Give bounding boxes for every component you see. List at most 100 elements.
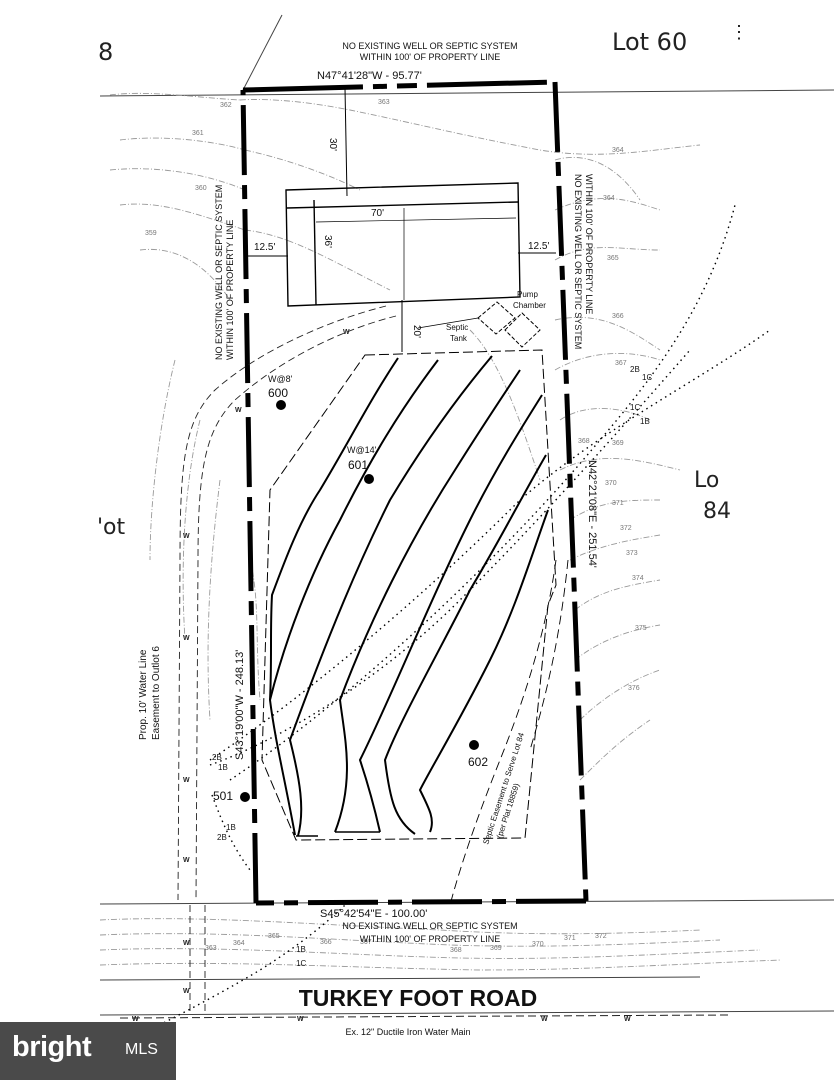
soil-label: 1B <box>640 417 650 426</box>
soil-label: 1B <box>226 823 236 832</box>
contour-label: 375 <box>635 625 647 632</box>
water-line-marker: W <box>343 329 350 336</box>
road-name: TURKEY FOOT ROAD <box>299 985 538 1011</box>
drainfield-offset-label: 20' <box>411 325 422 338</box>
contour-label: 361 <box>192 130 204 137</box>
drainfield-boundary <box>261 349 557 841</box>
house-width-dimension <box>315 217 517 223</box>
contour-label: 366 <box>612 313 624 320</box>
test-pit-id: 501 <box>213 789 233 803</box>
no-well-note-north: NO EXISTING WELL OR SEPTIC SYSTEM <box>342 41 517 51</box>
side-setback-left-label: 12.5' <box>254 242 275 253</box>
bearing-north: N47°41'28"W - 95.77' <box>317 70 422 82</box>
test-pit-id: 601 <box>348 458 368 472</box>
water-line-marker: W <box>183 857 190 864</box>
water-main-marker: W <box>132 1016 139 1023</box>
contour-label: 372 <box>595 933 607 940</box>
water-line-easement-label: Prop. 10' Water Line <box>138 649 149 740</box>
contour-label: 367 <box>615 360 627 367</box>
contour-label: 371 <box>564 935 576 942</box>
contour-label: 372 <box>620 525 632 532</box>
front-setback-dimension <box>344 87 348 197</box>
water-line-easement: W W W W W W W W <box>177 305 397 1015</box>
water-line-marker: W <box>183 777 190 784</box>
contour-label: 376 <box>628 685 640 692</box>
bearing-west: S43°19'00"W - 248.13' <box>234 650 246 760</box>
water-main <box>119 1014 731 1019</box>
soil-label: 2B <box>630 365 640 374</box>
septic-easement-lot-84 <box>449 559 569 906</box>
watermark-brand: bright <box>12 1031 92 1063</box>
soil-label: 1B <box>218 763 228 772</box>
contour-label: 363 <box>378 99 390 106</box>
soil-label: 1C <box>630 403 640 412</box>
soil-label: 1C <box>642 373 652 382</box>
lot-84-label: Lo <box>694 468 719 493</box>
contour-label: 374 <box>632 575 644 582</box>
contour-label: 362 <box>220 102 232 109</box>
lot-60-marker: ⋮ <box>730 22 748 42</box>
soil-label: 1C <box>296 959 306 968</box>
water-line-marker: W <box>183 988 190 995</box>
contour-label: 365 <box>607 255 619 262</box>
contour-label: 368 <box>450 947 462 954</box>
contour-label: 373 <box>626 550 638 557</box>
septic-tank-label: Septic <box>446 323 468 332</box>
water-line-marker: W <box>183 533 190 540</box>
no-well-note-west: WITHIN 100' OF PROPERTY LINE <box>225 220 235 360</box>
soil-label: 2B <box>217 833 227 842</box>
contour-label: 360 <box>195 185 207 192</box>
septic-tank-label: Tank <box>450 334 468 343</box>
no-well-note-south: NO EXISTING WELL OR SEPTIC SYSTEM <box>342 921 517 931</box>
lot-84-label: 84 <box>703 499 731 524</box>
house-depth-label: 36' <box>322 235 333 248</box>
contour-labels: 362 363 361 360 359 364 364 365 366 367 … <box>145 99 647 954</box>
front-setback-label: 30' <box>327 138 338 151</box>
house-width-label: 70' <box>371 208 384 219</box>
no-well-note-east: NO EXISTING WELL OR SEPTIC SYSTEM <box>573 174 583 349</box>
no-well-note-south: WITHIN 100' OF PROPERTY LINE <box>360 934 500 944</box>
contour-label: 363 <box>205 945 217 952</box>
contour-label: 370 <box>532 941 544 948</box>
test-pit-id: 602 <box>468 755 488 769</box>
water-main-marker: W <box>297 1016 304 1023</box>
water-main-marker: W <box>624 1016 631 1023</box>
drainfield-trenches <box>268 355 549 837</box>
contour-label: 364 <box>612 147 624 154</box>
contour-label: 365 <box>268 933 280 940</box>
water-main-marker: W <box>541 1016 548 1023</box>
soil-boundaries <box>109 204 771 1051</box>
bearing-east: N42°21'08"E - 251.54' <box>586 460 598 568</box>
lot-60-label: Lot 60 <box>612 28 687 56</box>
septic-structures <box>477 301 541 348</box>
adjoining-lot-line-north <box>99 89 834 97</box>
soil-label: 2B <box>212 753 222 762</box>
soil-label: 1B <box>296 945 306 954</box>
test-pits <box>240 400 479 802</box>
contour-label: 368 <box>578 438 590 445</box>
contour-label: 364 <box>233 940 245 947</box>
side-setback-right-label: 12.5' <box>528 241 549 252</box>
adjoining-lot-line-diagonal <box>242 14 283 91</box>
lot-8-label: 8 <box>98 38 113 66</box>
road-edge-south <box>99 976 701 981</box>
water-line-marker: W <box>235 407 242 414</box>
pump-chamber-label: Pump <box>517 290 538 299</box>
test-pit-id: 600 <box>268 386 288 400</box>
water-main-label: Ex. 12" Ductile Iron Water Main <box>346 1027 471 1037</box>
road-edge-bottom <box>99 1010 834 1016</box>
bright-mls-watermark: bright MLS <box>0 1022 176 1080</box>
proposed-house <box>285 182 521 307</box>
no-well-note-west: NO EXISTING WELL OR SEPTIC SYSTEM <box>214 185 224 360</box>
outlot-label: 'ot <box>97 515 126 540</box>
test-pit-note: W@14' <box>347 445 377 455</box>
no-well-note-north: WITHIN 100' OF PROPERTY LINE <box>360 52 500 62</box>
property-boundary <box>240 79 589 906</box>
contour-label: 370 <box>605 480 617 487</box>
test-pit-note: W@8' <box>268 374 293 384</box>
pump-chamber-label: Chamber <box>513 301 546 310</box>
water-line-easement-label: Easement to Outlot 6 <box>151 646 162 740</box>
contour-label: 371 <box>612 500 624 507</box>
contour-label: 369 <box>490 945 502 952</box>
